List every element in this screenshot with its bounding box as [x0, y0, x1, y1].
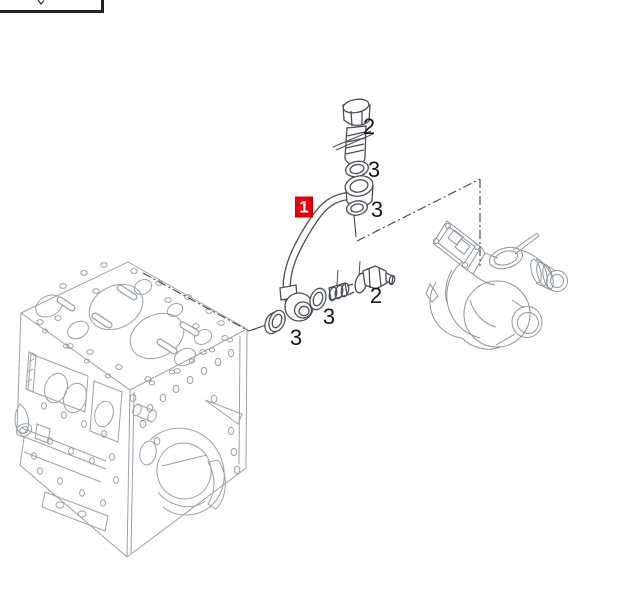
callout-part-1-oil-pipe[interactable]: 1: [295, 196, 313, 218]
oil-supply-pipe-assembly: [262, 97, 396, 336]
callout-part-3-washer-top-lower[interactable]: 3: [370, 197, 384, 222]
washer-bottom[interactable]: [262, 308, 288, 336]
callout-part-3-washer-bottom[interactable]: 3: [289, 325, 303, 350]
engine-block: [14, 261, 248, 558]
callout-part-2-banjo-bolt-side[interactable]: 2: [369, 283, 383, 308]
clipped-panel-fragment: [0, 0, 104, 13]
banjo-bolt-side[interactable]: [353, 265, 396, 294]
callout-part-3-washer-top-upper[interactable]: 3: [367, 157, 381, 182]
oil-pipe[interactable]: [279, 173, 375, 322]
washer-mid[interactable]: [307, 286, 329, 312]
assembly-leader-lines: [142, 178, 481, 332]
callout-part-3-washer-mid[interactable]: 3: [322, 304, 336, 329]
washer-top-lower[interactable]: [345, 199, 369, 217]
banjo-bolt-top[interactable]: [332, 97, 374, 166]
callout-part-2-banjo-bolt-top[interactable]: 2: [362, 114, 376, 139]
turbocharger: [425, 220, 568, 350]
connector-fitting[interactable]: [328, 282, 355, 302]
clipped-glyph-icon: [37, 0, 45, 6]
